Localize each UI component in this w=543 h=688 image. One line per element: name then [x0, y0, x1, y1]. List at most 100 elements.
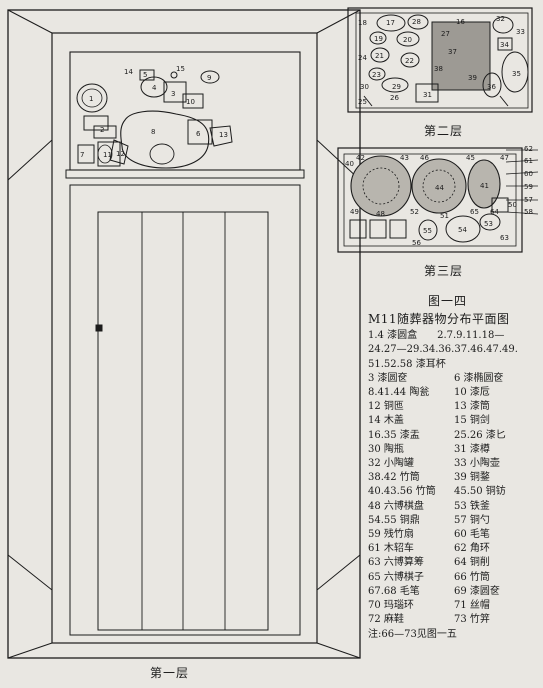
label-54: 54 — [458, 226, 467, 234]
legend-entry: 38.42 竹筒 — [368, 472, 420, 484]
label-4: 4 — [152, 84, 157, 92]
label-9: 9 — [207, 74, 211, 82]
label-59: 59 — [524, 183, 533, 191]
legend-entry: 67.68 毛笔 — [368, 585, 420, 597]
legend-entry: 30 陶瓶 — [368, 443, 404, 455]
label-43: 43 — [400, 154, 409, 162]
label-25: 25 — [358, 98, 367, 106]
legend-entry: 13 漆筒 — [454, 401, 490, 413]
label-64: 64 — [490, 208, 499, 216]
legend-entry: 31 漆樽 — [454, 443, 490, 455]
legend-entry: 12 铜匜 — [368, 401, 404, 413]
label-34: 34 — [500, 41, 509, 49]
item-35-cup — [501, 51, 529, 93]
label-20: 20 — [403, 36, 412, 44]
layer1-caption: 第一层 — [150, 666, 190, 680]
label-28: 28 — [412, 18, 421, 26]
layer2-frame — [347, 7, 533, 113]
legend-row: 32 小陶罐 33 小陶壶 — [368, 457, 540, 471]
legend: M11随葬器物分布平面图 1.4 漆圆盒 2.7.9.11.18— 24.27—… — [368, 312, 540, 643]
legend-entry: 61 木轺车 — [368, 543, 414, 555]
legend-entry: 60 毛笔 — [454, 529, 490, 541]
legend-entry: 53 铁釜 — [454, 500, 490, 512]
label-44: 44 — [435, 184, 444, 192]
label-30: 30 — [360, 83, 369, 91]
legend-row: 63 六博算筹 64 铜削 — [368, 556, 540, 570]
label-22: 22 — [405, 57, 414, 65]
label-16: 16 — [456, 18, 465, 26]
item-16-box — [431, 21, 491, 91]
label-12: 12 — [116, 150, 125, 158]
label-45: 45 — [466, 154, 475, 162]
label-33: 33 — [516, 28, 525, 36]
label-31: 31 — [423, 91, 432, 99]
label-62: 62 — [524, 145, 533, 153]
label-57: 57 — [524, 196, 533, 204]
label-27: 27 — [441, 30, 450, 38]
legend-lacquer-cups-line1: 1.4 漆圆盒 2.7.9.11.18— — [368, 330, 505, 342]
label-24: 24 — [358, 54, 367, 62]
label-21: 21 — [375, 52, 384, 60]
legend-entry: 48 六博棋盘 — [368, 500, 424, 512]
legend-entry: 63 六博算筹 — [368, 557, 424, 569]
legend-entry: 14 木盖 — [368, 415, 404, 427]
legend-entry: 62 角环 — [454, 543, 490, 555]
legend-entry: 71 丝帽 — [454, 600, 490, 612]
label-10: 10 — [186, 98, 195, 106]
legend-entry: 3 漆圆奁 — [368, 372, 408, 384]
legend-entry: 45.50 铜钫 — [454, 486, 506, 498]
legend-note: 注:66—73见图一五 — [368, 629, 457, 641]
inner-chamber — [51, 32, 318, 644]
label-50: 50 — [508, 201, 517, 209]
item-44-jar — [411, 158, 467, 214]
label-53: 53 — [484, 220, 493, 228]
label-36: 36 — [487, 83, 496, 91]
label-39: 39 — [468, 74, 477, 82]
label-58: 58 — [524, 208, 533, 216]
label-47: 47 — [500, 154, 509, 162]
legend-entry: 70 玛瑙环 — [368, 600, 414, 612]
layer3-plan — [337, 147, 539, 253]
layer1-plan — [7, 9, 361, 659]
label-7: 7 — [80, 151, 84, 159]
label-5: 5 — [143, 71, 147, 79]
label-52: 52 — [410, 208, 419, 216]
legend-entry: 54.55 铜鼎 — [368, 514, 420, 526]
legend-lacquer-cups-line3: 51.52.58 漆耳杯 — [368, 358, 446, 370]
label-35: 35 — [512, 70, 521, 78]
legend-entry: 33 小陶壶 — [454, 458, 500, 470]
item-8-jar — [350, 155, 412, 217]
label-23: 23 — [372, 71, 381, 79]
label-60: 60 — [524, 170, 533, 178]
legend-entry: 10 漆卮 — [454, 387, 490, 399]
label-41: 41 — [480, 182, 489, 190]
legend-entry: 32 小陶罐 — [368, 458, 414, 470]
legend-row: 48 六博棋盘 53 铁釜 — [368, 500, 540, 514]
label-1: 1 — [89, 95, 93, 103]
label-13: 13 — [219, 131, 228, 139]
outer-wall — [7, 9, 361, 659]
label-61: 61 — [524, 157, 533, 165]
figure-number: 图一四 — [428, 294, 468, 308]
legend-row: 70 玛瑙环 71 丝帽 — [368, 599, 540, 613]
item-41-jar — [467, 159, 501, 209]
legend-entry: 64 铜削 — [454, 557, 490, 569]
figure-title: M11随葬器物分布平面图 — [368, 312, 510, 326]
label-48: 48 — [376, 210, 385, 218]
item-number-labels: 1 2 3 4 5 8 6 7 11 12 13 10 9 14 15 16 1… — [80, 15, 533, 247]
legend-row: 61 木轺车 62 角环 — [368, 542, 540, 556]
legend-entry: 73 竹笄 — [454, 614, 490, 626]
legend-row: 12 铜匜 13 漆筒 — [368, 400, 540, 414]
label-3: 3 — [171, 90, 175, 98]
label-49: 49 — [350, 208, 359, 216]
label-37: 37 — [448, 48, 457, 56]
coffin-outline — [69, 184, 301, 636]
label-19: 19 — [374, 35, 383, 43]
